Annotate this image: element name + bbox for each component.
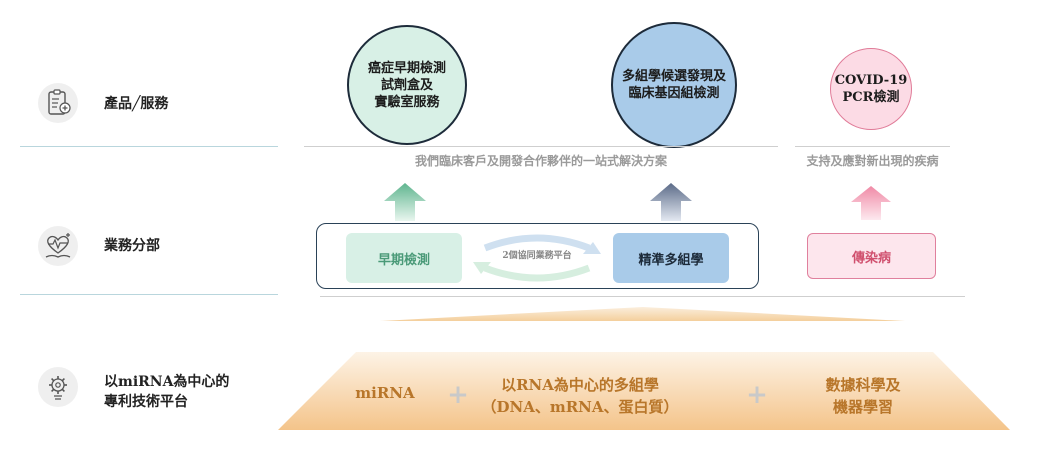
divider-emerging bbox=[795, 146, 950, 147]
product-early-line2: 試劑盒及 bbox=[380, 77, 433, 93]
row-label-platform-line1: 以miRNA為中心的 bbox=[104, 374, 230, 390]
product-early-line1: 癌症早期檢測 bbox=[367, 60, 446, 76]
row-label-products: 產品╱服務 bbox=[104, 96, 169, 112]
foundation-mirna: miRNA bbox=[355, 384, 415, 402]
up-arrow-navy-icon bbox=[650, 183, 692, 221]
segment-early-detection: 早期檢測 bbox=[346, 233, 462, 283]
subtitle-one-stop: 我們臨床客戶及開發合作夥伴的一站式解決方案 bbox=[414, 154, 667, 168]
foundation-data-science: 數據科學及 機器學習 bbox=[808, 374, 918, 418]
segment-precision-multiomics: 精準多組學 bbox=[613, 233, 729, 283]
product-early-line3: 實驗室服務 bbox=[374, 94, 440, 110]
divider-business bbox=[20, 294, 278, 295]
product-covid-line2: PCR檢測 bbox=[842, 90, 900, 105]
product-covid-line1: COVID-19 bbox=[834, 73, 908, 88]
divider-segments bbox=[320, 296, 965, 297]
synergy-label: 2個協同業務平台 bbox=[502, 251, 572, 261]
row-label-business: 業務分部 bbox=[104, 238, 160, 254]
clipboard-medical-icon bbox=[38, 83, 78, 123]
plus-icon-2: + bbox=[746, 380, 768, 410]
divider-one-stop bbox=[304, 146, 778, 147]
heart-pulse-book-icon bbox=[38, 226, 78, 266]
up-arrow-green-icon bbox=[384, 183, 426, 221]
foundation-rna-line2: （DNA、mRNA、蛋白質） bbox=[481, 398, 679, 416]
product-circle-early-detection: 癌症早期檢測 試劑盒及 實驗室服務 bbox=[347, 25, 467, 145]
gear-brain-icon bbox=[38, 367, 78, 407]
foundation-data-line1: 數據科學及 bbox=[825, 376, 901, 394]
foundation-trapezoid bbox=[278, 352, 1010, 430]
segment-infectious: 傳染病 bbox=[807, 233, 936, 279]
row-label-platform-line2: 專利技術平台 bbox=[104, 394, 188, 410]
foundation-rna-line1: 以RNA為中心的多組學 bbox=[501, 376, 659, 394]
product-circle-multiomics: 多組學候選發現及 臨床基因組檢測 bbox=[611, 22, 737, 148]
foundation-data-line2: 機器學習 bbox=[832, 398, 893, 416]
up-arrow-pink-icon bbox=[851, 186, 891, 220]
row-label-platform: 以miRNA為中心的 專利技術平台 bbox=[104, 372, 229, 412]
synergy-cycle-arrows-icon bbox=[473, 234, 601, 282]
product-multiomics-line2: 臨床基因組檢測 bbox=[628, 86, 720, 101]
plus-icon-1: + bbox=[447, 380, 469, 410]
divider-products bbox=[20, 146, 278, 147]
two-platform-container bbox=[316, 223, 759, 289]
product-multiomics-line1: 多組學候選發現及 bbox=[621, 69, 726, 84]
subtitle-emerging: 支持及應對新出現的疾病 bbox=[806, 154, 939, 168]
foundation-rna-multiomics: 以RNA為中心的多組學 （DNA、mRNA、蛋白質） bbox=[480, 374, 680, 418]
product-circle-covid: COVID-19 PCR檢測 bbox=[830, 48, 912, 130]
foundation-triangle bbox=[380, 307, 905, 321]
